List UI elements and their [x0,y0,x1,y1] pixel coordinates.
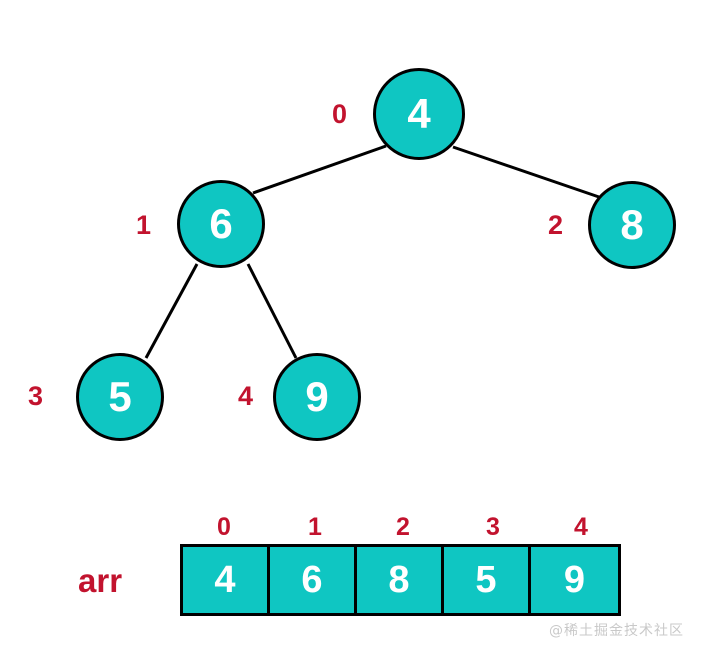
array-index-label-1: 1 [308,513,322,541]
tree-node-index-label-3: 3 [28,381,44,411]
tree-node-index-label-2: 2 [548,210,564,240]
array-index-label-3: 3 [486,513,500,541]
tree-node-9: 9 [273,353,361,441]
tree-node-index-label-4: 4 [238,381,254,411]
tree-node-index-label-0: 0 [332,99,348,129]
tree-edge-6-5 [144,263,199,359]
tree-edge-4-8 [452,145,600,199]
tree-node-5: 5 [76,353,164,441]
array-cell-1: 6 [270,547,357,613]
watermark-text: @稀土掘金技术社区 [549,623,684,639]
tree-node-6: 6 [177,180,265,268]
array-index-label-4: 4 [574,513,588,541]
tree-edge-6-9 [246,263,298,359]
array-index-label-2: 2 [396,513,410,541]
tree-node-4: 4 [373,68,465,160]
array-cell-2: 8 [357,547,444,613]
tree-node-8: 8 [588,181,676,269]
array-index-label-0: 0 [217,513,231,541]
array-cell-0: 4 [183,547,270,613]
array-cell-4: 9 [531,547,618,613]
tree-edge-4-6 [252,144,387,195]
array-cell-3: 5 [444,547,531,613]
tree-node-index-label-1: 1 [136,210,152,240]
array-name-label: arr [78,562,123,599]
